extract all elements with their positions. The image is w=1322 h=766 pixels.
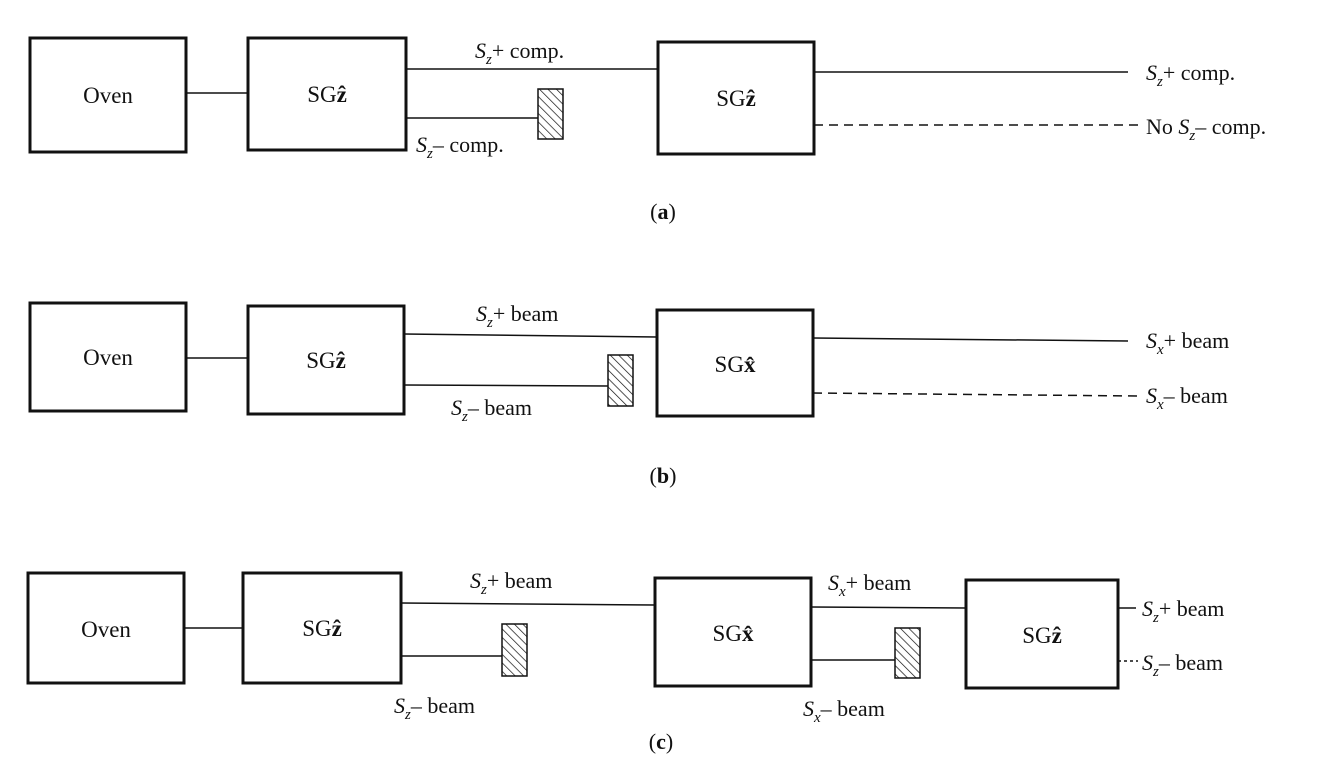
sz-plus-label: Sz+ beam (476, 301, 558, 331)
sx-minus-label: Sx– beam (803, 696, 885, 726)
sg-x-label: SGx̂ (713, 621, 754, 646)
sg-z-label-2: SGẑ (716, 86, 756, 111)
beam-blocker (607, 354, 634, 407)
sg-z-box-2 (656, 40, 816, 156)
sz-minus-beam (403, 384, 609, 387)
panel-c: Oven SGẑ Sz+ beam Sz– beam SGx̂ Sx+ beam… (26, 568, 1224, 754)
sg-z-box (246, 36, 408, 152)
sx-plus-beam (810, 606, 967, 609)
out-sx-minus-label: Sx– beam (1146, 383, 1228, 413)
sz-plus-beam (403, 333, 658, 338)
oven-label: Oven (83, 83, 133, 108)
sg-x-box (655, 308, 815, 418)
sz-minus-label: Sz– beam (394, 693, 475, 723)
panel-b-label: (b) (650, 463, 677, 488)
sz-plus-label: Sz+ beam (470, 568, 552, 598)
sg-z-box-3 (964, 578, 1120, 690)
oven-box (28, 301, 188, 413)
sg-z-label-3: SGẑ (1022, 623, 1062, 648)
sg-x-box (653, 576, 813, 688)
sg-z-label: SGẑ (306, 348, 346, 373)
out-sx-plus-beam (812, 337, 1129, 342)
out-sz-minus-label: Sz– beam (1142, 650, 1223, 680)
sg-z-label: SGẑ (302, 616, 342, 641)
oven-box (26, 571, 186, 685)
sx-plus-label: Sx+ beam (828, 570, 911, 600)
sg-z-label: SGẑ (307, 82, 347, 107)
oven-label: Oven (81, 617, 131, 642)
out-sz-plus-label: Sz+ comp. (1146, 60, 1235, 90)
sg-z-box (246, 304, 406, 416)
panel-a-label: (a) (650, 199, 676, 224)
sz-minus-label: Sz– beam (451, 395, 532, 425)
oven-label: Oven (83, 345, 133, 370)
sz-plus-label: Sz+ comp. (475, 38, 564, 68)
out-sx-minus-beam (812, 392, 1139, 397)
panel-b: Oven SGẑ Sz+ beam Sz– beam SGx̂ Sx+ beam… (28, 301, 1229, 488)
out-sx-plus-label: Sx+ beam (1146, 328, 1229, 358)
sz-plus-beam (400, 602, 656, 606)
panel-c-label: (c) (649, 729, 673, 754)
sz-minus-label: Sz– comp. (416, 132, 504, 162)
out-sz-plus-label: Sz+ beam (1142, 596, 1224, 626)
sg-z-box (241, 571, 403, 685)
panel-a: Oven SGẑ Sz+ comp. Sz– comp. SGẑ Sz+ com… (28, 36, 1266, 224)
sg-x-label: SGx̂ (715, 352, 756, 377)
beam-blocker (537, 88, 564, 140)
oven-box (28, 36, 188, 154)
beam-blocker-1 (501, 623, 528, 677)
out-sz-minus-label: No Sz– comp. (1146, 114, 1266, 144)
beam-blocker-2 (894, 627, 921, 679)
